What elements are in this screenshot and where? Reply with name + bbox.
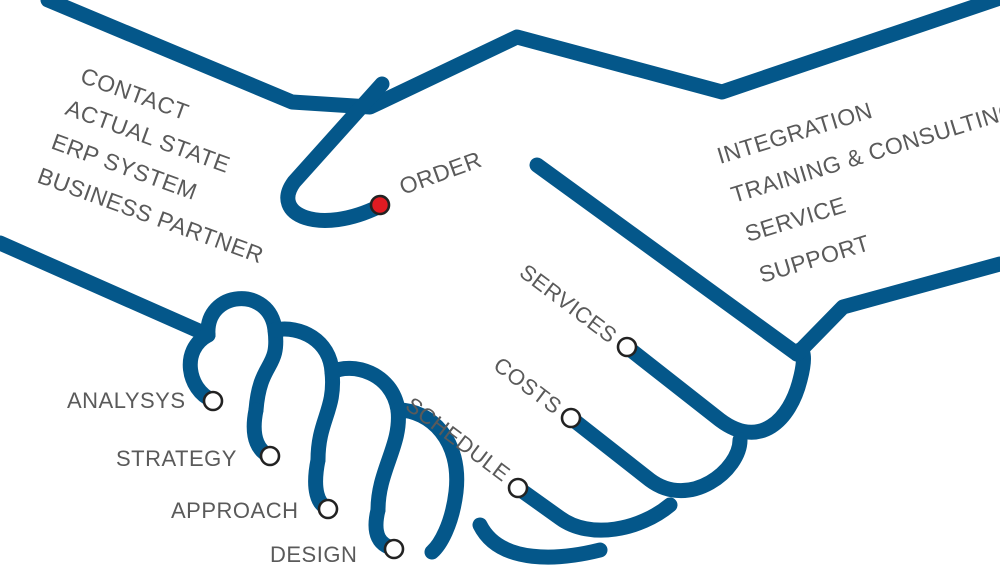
lower-hand-wrist [0,235,216,343]
order-node [369,194,391,216]
upper-hand-finger-bottom [472,517,608,565]
order-label: ORDER [396,146,485,200]
costs-node [560,407,582,429]
upper-hand-palm-line [529,157,805,362]
lower-hand-finger-2b [267,321,341,468]
services-node [616,336,638,358]
lower-hand-finger-3b [324,360,406,518]
right-arm-lower-edge [789,256,1000,362]
strategy-node [259,445,281,467]
analysys-node [202,390,224,412]
upper-hand-finger-costs [563,410,748,499]
label-design: DESIGN [270,542,357,567]
label-analysys: ANALYSYS [67,388,186,413]
upper-hand-outline [40,0,1000,115]
label-approach: APPROACH [171,498,298,523]
approach-node [317,498,339,520]
lower-hand-finger-4b [390,402,465,560]
label-strategy: STRATEGY [116,446,237,471]
label-costs: COSTS [489,352,567,419]
lower-hand-finger-1-tip [182,327,220,408]
schedule-node [507,477,529,499]
upper-hand-finger-services [619,339,811,440]
upper-hand-finger-schedule [510,480,678,538]
design-node [383,538,405,560]
label-services: SERVICES [515,259,622,348]
upper-hand-thumb [280,76,390,228]
